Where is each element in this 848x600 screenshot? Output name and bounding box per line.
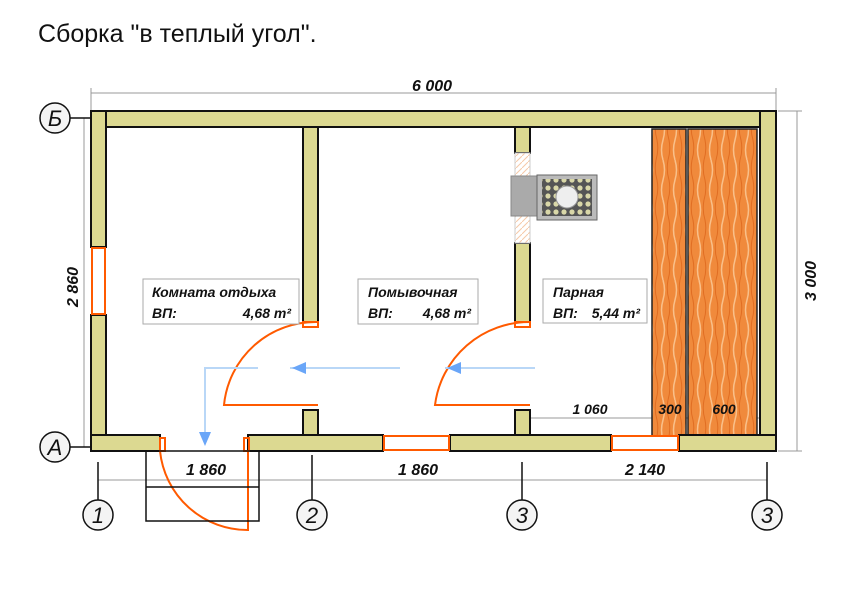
svg-text:4,68 m²: 4,68 m² — [242, 305, 292, 321]
dimension-right: 3 000 — [803, 261, 820, 301]
dimension-inner-1: 1 060 — [572, 401, 607, 417]
flow-arrows — [199, 362, 535, 446]
axis-label-1: 1 — [92, 503, 104, 528]
svg-text:Помывочная: Помывочная — [368, 284, 458, 300]
arrow-left-icon — [447, 362, 461, 374]
svg-text:5,44 m²: 5,44 m² — [592, 305, 641, 321]
svg-text:ВП:: ВП: — [553, 305, 578, 321]
svg-text:ВП:: ВП: — [368, 305, 393, 321]
door-steam-room — [433, 320, 531, 406]
axis-label-b: Б — [48, 106, 62, 131]
page-title: Сборка "в теплый угол". — [38, 20, 317, 48]
axis-markers — [39, 102, 783, 531]
doors — [159, 320, 531, 532]
dimension-inner-2: 300 — [658, 401, 682, 417]
room-label-steam: Парная ВП: 5,44 m² — [542, 278, 648, 324]
stove-icon — [510, 174, 598, 221]
bench-upper — [651, 128, 687, 440]
entrance-door — [159, 450, 249, 532]
arrow-left-icon — [292, 362, 306, 374]
dimension-bottom-3: 2 140 — [624, 462, 665, 479]
dimension-top: 6 000 — [412, 78, 452, 95]
room-label-rest: Комната отдыха ВП: 4,68 m² — [142, 278, 300, 325]
axis-label-2: 2 — [305, 503, 318, 528]
dimension-left: 2 860 — [65, 267, 82, 308]
arrow-down-icon — [199, 432, 211, 446]
room-label-wash: Помывочная ВП: 4,68 m² — [357, 278, 479, 325]
svg-text:Комната отдыха: Комната отдыха — [152, 284, 276, 300]
svg-text:ВП:: ВП: — [152, 305, 177, 321]
axis-label-3: 3 — [516, 503, 529, 528]
dimension-inner-3: 600 — [712, 401, 736, 417]
windows — [91, 247, 679, 451]
axis-label-a: А — [46, 435, 63, 460]
dimension-bottom-1: 1 860 — [186, 462, 226, 479]
svg-text:4,68 m²: 4,68 m² — [422, 305, 472, 321]
bench-lower — [687, 128, 758, 440]
axis-label-3b: 3 — [761, 503, 774, 528]
dimension-lines — [83, 88, 802, 481]
dimension-bottom-2: 1 860 — [398, 462, 438, 479]
svg-text:Парная: Парная — [553, 284, 604, 300]
porch — [145, 450, 260, 522]
